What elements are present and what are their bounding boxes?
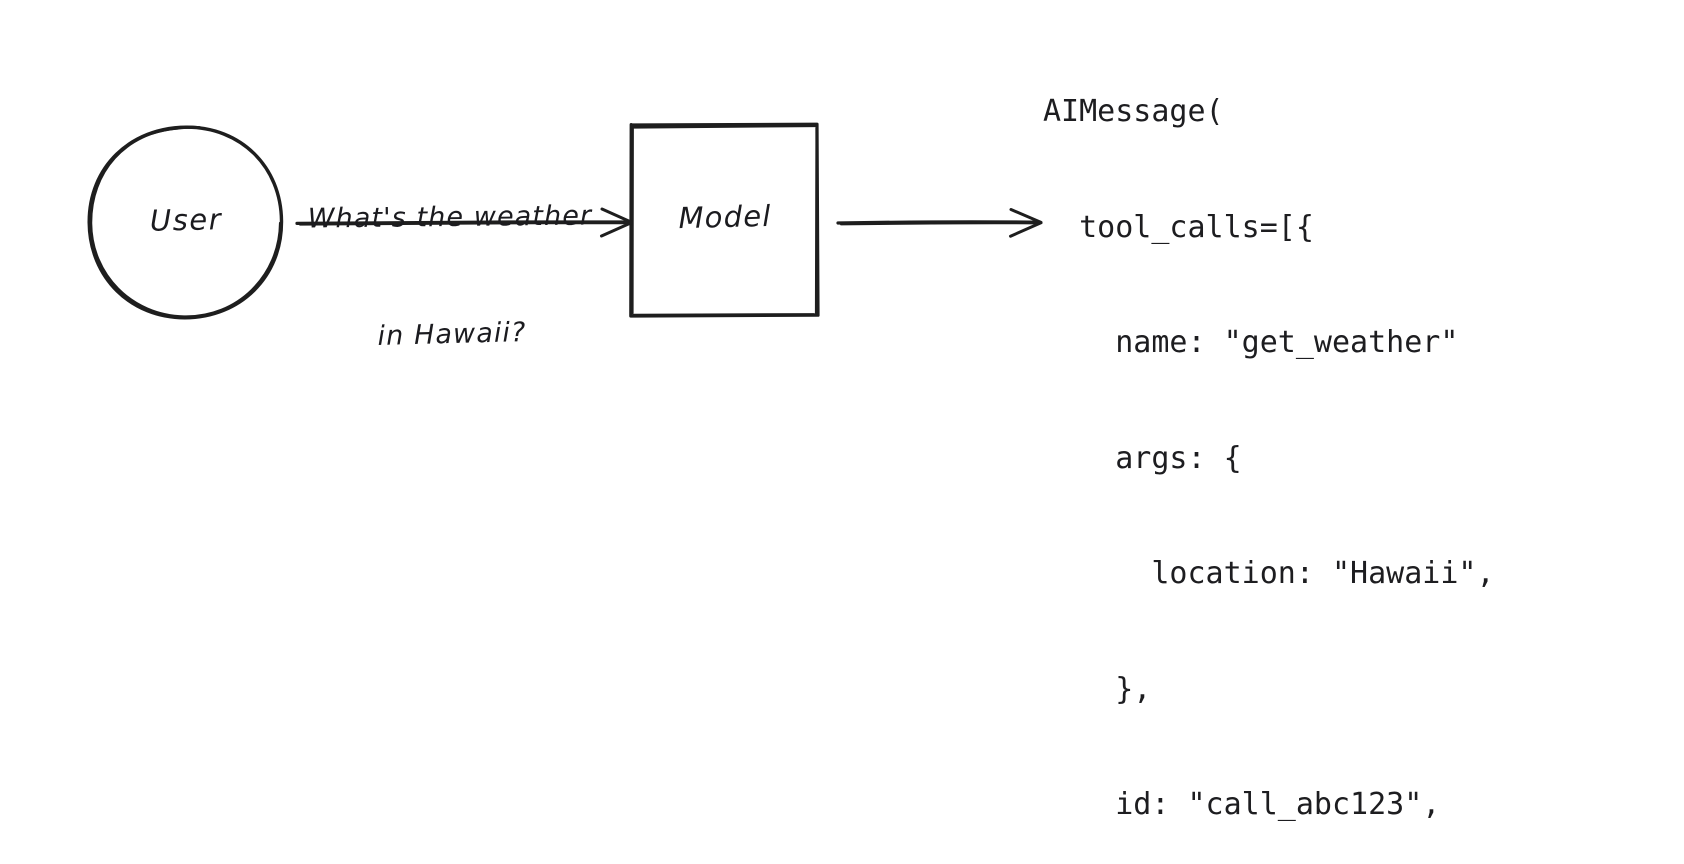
user-circle-shape <box>87 125 284 320</box>
model-box-shape <box>629 122 820 318</box>
code-line: id: "call_abc123", <box>1043 787 1441 822</box>
diagram-canvas: User Model What's the weather in Hawaii?… <box>87 94 1495 822</box>
code-line: location: "Hawaii", <box>1043 556 1495 591</box>
arrow-user-to-model <box>295 207 633 238</box>
code-line: tool_calls=[{ <box>1043 209 1314 245</box>
sketch-strokes-layer <box>87 122 1043 320</box>
code-line: }, <box>1043 671 1152 707</box>
edge-label-line-2: in Hawaii? <box>377 317 527 352</box>
code-line: AIMessage( <box>1043 94 1224 129</box>
edge-label-user-to-model: What's the weather in Hawaii? <box>283 117 618 435</box>
arrow-model-to-output <box>836 208 1043 238</box>
model-node-label: Model <box>678 198 772 236</box>
code-line: name: "get_weather" <box>1043 325 1459 360</box>
ai-message-code-block: AIMessage( tool_calls=[{ name: "get_weat… <box>1043 16 1495 864</box>
code-line: args: { <box>1043 440 1242 476</box>
edge-label-line-1: What's the weather <box>307 200 593 235</box>
